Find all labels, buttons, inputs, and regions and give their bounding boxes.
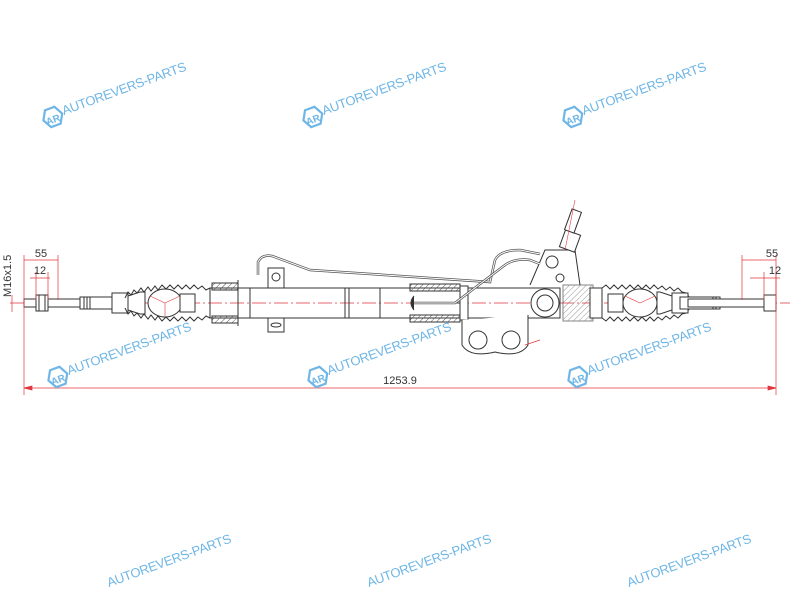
pinion-axis [564,199,576,251]
svg-text:AUTOREVERS-PARTS: AUTOREVERS-PARTS [320,59,449,118]
svg-text:AR: AR [565,113,583,129]
right-thread-length-label: 55 [766,248,778,260]
svg-text:AR: AR [45,113,63,129]
svg-text:AUTOREVERS-PARTS: AUTOREVERS-PARTS [60,59,189,118]
thread-spec-label: M16x1.5 [2,255,14,297]
overall-length-label: 1253.9 [383,375,417,387]
watermark: AR AUTOREVERS-PARTS [44,319,194,390]
svg-text:AR: AR [50,373,68,389]
svg-text:AR: AR [305,113,323,129]
svg-text:AR: AR [570,373,588,389]
watermark: AR AUTOREVERS-PARTS [564,319,714,390]
right-boot [601,284,691,322]
dimension-lines [11,255,780,395]
svg-text:AR: AR [310,373,328,389]
left-thread-length-label: 55 [35,248,47,260]
valve-dimension-line [524,339,541,346]
left-thread-offset-label: 12 [34,265,46,277]
watermark: AR AUTOREVERS-PARTS [559,59,709,130]
left-tie-rod [23,288,196,318]
right-thread-offset-label: 12 [769,265,781,277]
svg-text:AUTOREVERS-PARTS: AUTOREVERS-PARTS [625,531,754,590]
right-tie-rod [607,288,777,318]
rack-housing [209,208,603,355]
svg-text:AUTOREVERS-PARTS: AUTOREVERS-PARTS [585,319,714,378]
svg-text:AUTOREVERS-PARTS: AUTOREVERS-PARTS [325,319,454,378]
hydraulic-pipe-lower-inner [414,259,541,304]
watermark: AUTOREVERS-PARTS [625,531,754,590]
svg-text:AUTOREVERS-PARTS: AUTOREVERS-PARTS [365,531,494,590]
svg-text:AUTOREVERS-PARTS: AUTOREVERS-PARTS [580,59,709,118]
hydraulic-pipe-upper-inner [257,249,541,283]
watermark: AR AUTOREVERS-PARTS [299,59,449,130]
svg-text:AUTOREVERS-PARTS: AUTOREVERS-PARTS [65,319,194,378]
watermark: AUTOREVERS-PARTS [365,531,494,590]
left-boot [124,284,211,322]
svg-text:AUTOREVERS-PARTS: AUTOREVERS-PARTS [105,531,234,590]
watermark: AR AUTOREVERS-PARTS [304,319,454,390]
watermark: AR AUTOREVERS-PARTS [39,59,189,130]
watermark: AUTOREVERS-PARTS [105,531,234,590]
